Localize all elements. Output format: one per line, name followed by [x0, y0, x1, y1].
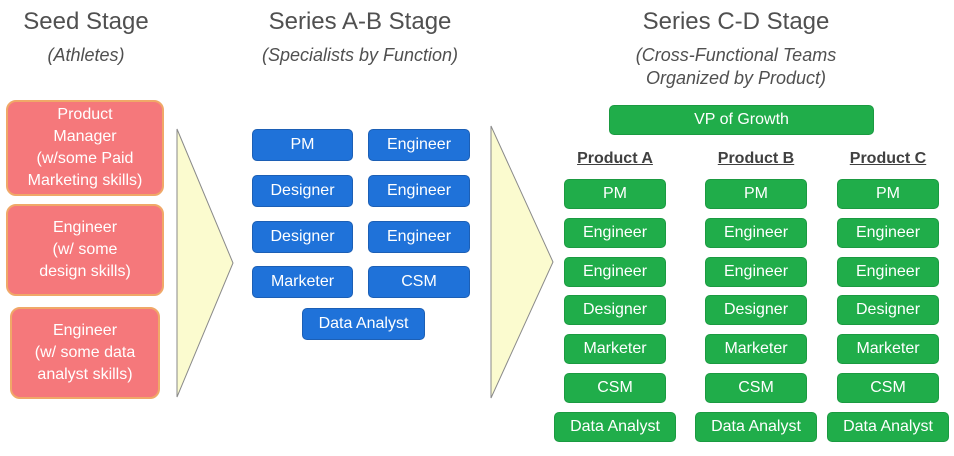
cd-role-pm: PM	[837, 179, 939, 209]
cd-role-engineer: Engineer	[837, 257, 939, 287]
seed-stage-subtitle: (Athletes)	[47, 45, 125, 65]
ab-role-pm: PM	[252, 129, 353, 161]
cd-role-marketer: Marketer	[564, 334, 666, 364]
series-cd-title: Series C-D Stage	[642, 8, 830, 35]
ab-role-engineer: Engineer	[368, 175, 470, 207]
cd-role-csm: CSM	[564, 373, 666, 403]
stage-arrow-2	[490, 125, 554, 399]
seed-role-engineer-design: Engineer (w/ some design skills)	[6, 204, 164, 296]
ab-role-designer: Designer	[252, 221, 353, 253]
cd-role-pm: PM	[705, 179, 807, 209]
cd-lead-vp-growth: VP of Growth	[609, 105, 874, 135]
seed-role-engineer-data: Engineer (w/ some data analyst skills)	[10, 307, 160, 399]
cd-role-marketer: Marketer	[705, 334, 807, 364]
cd-role-data-analyst: Data Analyst	[695, 412, 817, 442]
cd-role-designer: Designer	[705, 295, 807, 325]
cd-role-data-analyst: Data Analyst	[554, 412, 676, 442]
cd-role-engineer: Engineer	[705, 257, 807, 287]
cd-role-csm: CSM	[837, 373, 939, 403]
cd-role-data-analyst: Data Analyst	[827, 412, 949, 442]
ab-role-csm: CSM	[368, 266, 470, 298]
cd-role-engineer: Engineer	[705, 218, 807, 248]
series-ab-subtitle: (Specialists by Function)	[261, 45, 459, 65]
ab-role-designer: Designer	[252, 175, 353, 207]
cd-role-engineer: Engineer	[837, 218, 939, 248]
series-cd-subtitle: (Cross-Functional Teams Organized by Pro…	[635, 45, 837, 88]
cd-role-engineer: Engineer	[564, 257, 666, 287]
product-header: Product C	[849, 150, 927, 167]
product-header: Product A	[577, 150, 653, 167]
cd-role-marketer: Marketer	[837, 334, 939, 364]
seed-role-product-manager: Product Manager (w/some Paid Marketing s…	[6, 100, 164, 196]
ab-role-engineer: Engineer	[368, 221, 470, 253]
ab-role-marketer: Marketer	[252, 266, 353, 298]
cd-role-designer: Designer	[564, 295, 666, 325]
stage-arrow-1	[176, 128, 234, 398]
seed-stage-title: Seed Stage	[23, 8, 149, 35]
cd-role-csm: CSM	[705, 373, 807, 403]
cd-role-designer: Designer	[837, 295, 939, 325]
series-ab-title: Series A-B Stage	[268, 8, 452, 35]
cd-role-pm: PM	[564, 179, 666, 209]
cd-role-engineer: Engineer	[564, 218, 666, 248]
ab-role-engineer: Engineer	[368, 129, 470, 161]
product-header: Product B	[717, 150, 795, 167]
ab-role-data-analyst: Data Analyst	[302, 308, 425, 340]
